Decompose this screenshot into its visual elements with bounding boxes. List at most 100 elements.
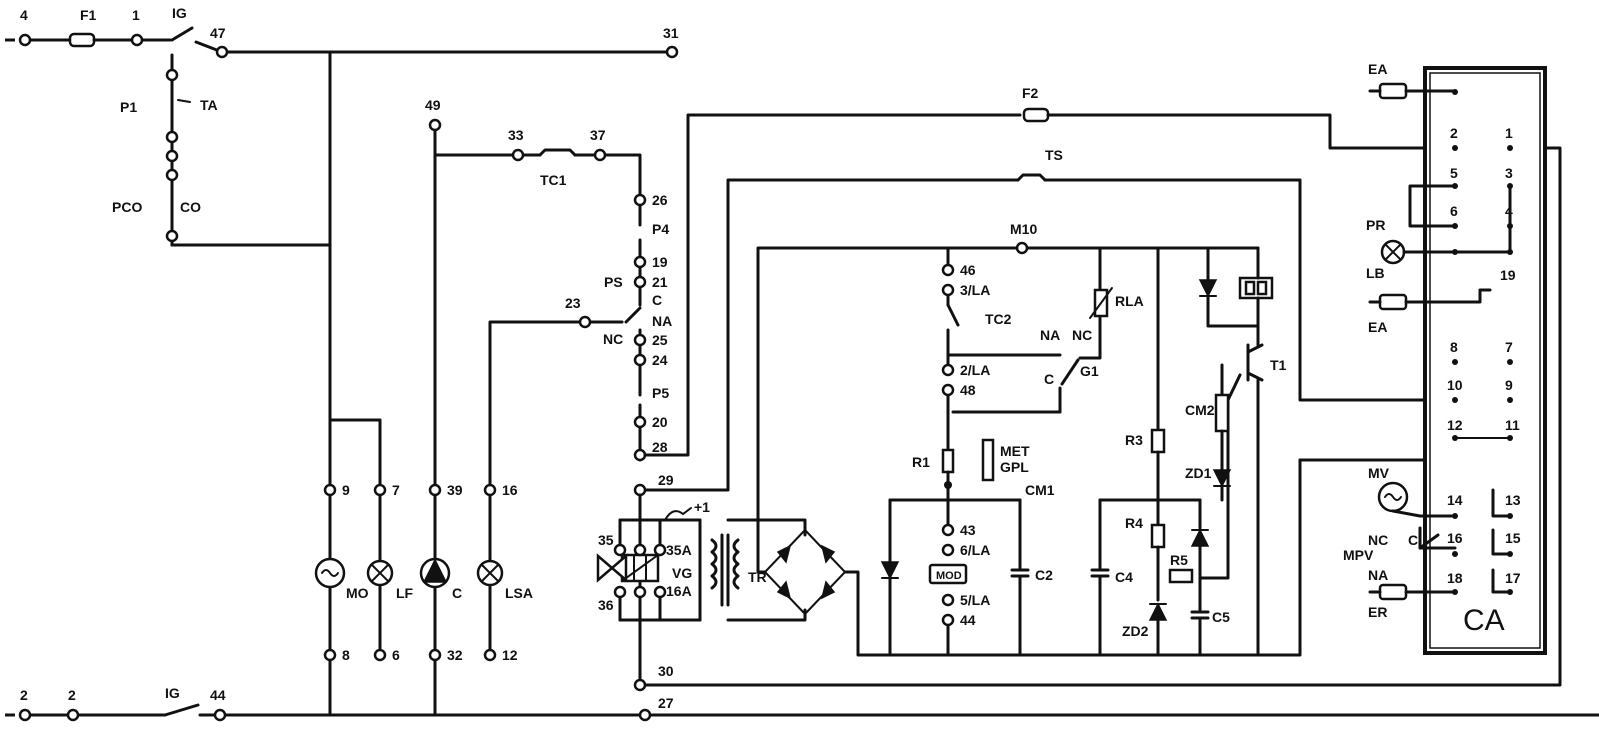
label-21: 21 <box>652 274 668 290</box>
terminal-chain-b <box>165 130 179 144</box>
label-c4: C4 <box>1115 569 1133 585</box>
label-46: 46 <box>960 262 976 278</box>
label-ps: PS <box>604 274 623 290</box>
label-r4: R4 <box>1125 515 1143 531</box>
supply-line-top <box>5 26 672 54</box>
label-p5: P5 <box>652 385 669 401</box>
diode-icon <box>880 561 900 580</box>
relay-contact-b <box>1256 280 1268 296</box>
terminal-6la <box>941 543 955 557</box>
wire-lf-top <box>328 418 382 492</box>
terminal-2b <box>66 708 80 722</box>
label-cm2: CM2 <box>1185 402 1215 418</box>
terminal-44-mid <box>941 613 955 627</box>
label-9: 9 <box>342 482 350 498</box>
transistor-t1-emitter <box>1246 371 1264 382</box>
label-r5: R5 <box>1170 552 1188 568</box>
label-zd2: ZD2 <box>1122 623 1149 639</box>
lamp-lf-cross-icon <box>371 564 389 582</box>
label-20: 20 <box>652 414 668 430</box>
supply-line-bottom <box>5 703 1599 717</box>
label-vg: VG <box>672 565 692 581</box>
terminal-2la <box>941 363 955 377</box>
ca-pin-9: 9 <box>1505 377 1513 393</box>
label-g1: G1 <box>1080 363 1099 379</box>
terminal-9 <box>323 483 337 497</box>
label-gpl: GPL <box>1000 459 1029 475</box>
relay-rla-slash <box>1089 287 1113 319</box>
label-nc-ps: NC <box>603 331 623 347</box>
switch-g1 <box>1060 358 1080 386</box>
label-r3: R3 <box>1125 432 1143 448</box>
wire-mv <box>1391 509 1457 518</box>
terminal-3la <box>941 283 955 297</box>
label-44-bottom: 44 <box>210 687 226 703</box>
ca-pins: 2 1 5 3 6 4 19 8 7 10 9 12 11 14 13 16 1… <box>1447 125 1521 586</box>
label-3la: 3/LA <box>960 282 990 298</box>
label-27: 27 <box>658 695 674 711</box>
ca-pin-16: 16 <box>1447 530 1463 546</box>
terminal-35a-left <box>633 543 647 557</box>
terminal-chain-a <box>165 68 179 82</box>
label-ta: TA <box>200 97 218 113</box>
wire-mv-13 <box>1491 488 1512 518</box>
label-r1: R1 <box>912 454 930 470</box>
terminal-46 <box>941 263 955 277</box>
label-g1-nc: NC <box>1072 327 1092 343</box>
terminal-1 <box>130 33 144 47</box>
label-plus1: +1 <box>694 499 710 515</box>
wire-ca-bottom <box>1256 458 1302 657</box>
terminal-44-bottom <box>213 708 227 722</box>
tc1-branch <box>433 128 642 717</box>
label-ts: TS <box>1045 147 1063 163</box>
label-c-ps: C <box>652 292 662 308</box>
label-mv: MV <box>1368 465 1390 481</box>
switch-ts <box>1016 173 1047 182</box>
label-rla: RLA <box>1115 293 1144 309</box>
transistor-relay-block <box>1198 246 1274 382</box>
label-pr: PR <box>1366 217 1385 233</box>
label-35a: 35A <box>666 542 692 558</box>
ca-pin-10: 10 <box>1447 377 1463 393</box>
wire-mpv-15 <box>1491 528 1512 556</box>
label-mod: MOD <box>936 570 962 582</box>
electrode-er-icon <box>1378 583 1408 601</box>
label-g1-c: C <box>1044 371 1054 387</box>
label-19: 19 <box>652 254 668 270</box>
label-zd1: ZD1 <box>1185 465 1212 481</box>
resistor-r1 <box>941 448 955 474</box>
label-p4: P4 <box>652 221 669 237</box>
wire-f2-ca <box>1046 113 1427 150</box>
label-tc1: TC1 <box>540 172 567 188</box>
terminal-43 <box>941 523 955 537</box>
motor-mv-tilde-icon <box>1384 493 1402 501</box>
label-na-ps: NA <box>652 313 672 329</box>
terminal-25 <box>633 333 647 347</box>
terminal-m10 <box>1015 241 1029 255</box>
switch-ig-top <box>170 26 194 42</box>
ca-pin-5: 5 <box>1450 165 1458 181</box>
label-c-pump: C <box>452 585 462 601</box>
ca-pin-8: 8 <box>1450 339 1458 355</box>
terminal-32 <box>428 648 442 662</box>
wire-30-return <box>638 146 1562 687</box>
terminal-2a <box>18 708 32 722</box>
label-8: 8 <box>342 647 350 663</box>
label-4: 4 <box>20 7 28 23</box>
label-p1: P1 <box>120 99 137 115</box>
zener-zd2-icon <box>1148 602 1168 621</box>
ca-pin-15: 15 <box>1505 530 1521 546</box>
terminal-5la <box>941 593 955 607</box>
label-na-mpv: NA <box>1368 567 1388 583</box>
label-26: 26 <box>652 192 668 208</box>
label-ig-top: IG <box>172 5 187 21</box>
label-43: 43 <box>960 522 976 538</box>
pressure-switch-pr <box>1408 184 1457 228</box>
ca-pin-19: 19 <box>1500 267 1516 283</box>
jumper-met-gpl <box>981 438 995 482</box>
diode-bridge-3-icon <box>776 580 792 600</box>
label-31: 31 <box>663 25 679 41</box>
control-unit-ca <box>1423 66 1547 655</box>
terminal-48 <box>941 383 955 397</box>
valve-icon <box>596 553 614 583</box>
